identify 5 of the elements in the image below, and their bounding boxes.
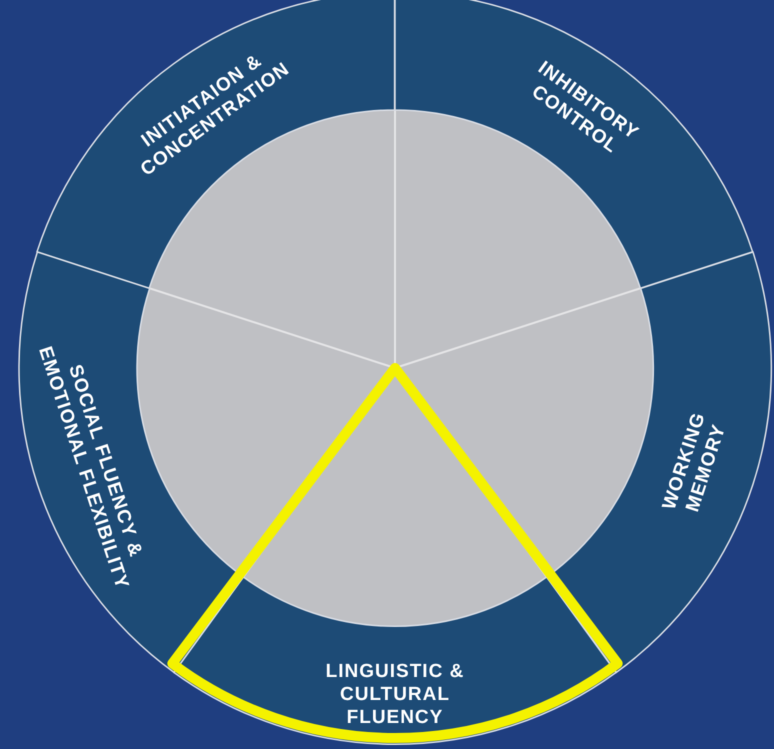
ring-segment — [174, 576, 616, 744]
ring-segment — [37, 0, 395, 288]
segment-label: LINGUISTIC & CULTURAL FLUENCY — [324, 660, 466, 730]
ring-segment — [19, 252, 244, 672]
ring-segment — [395, 0, 753, 288]
